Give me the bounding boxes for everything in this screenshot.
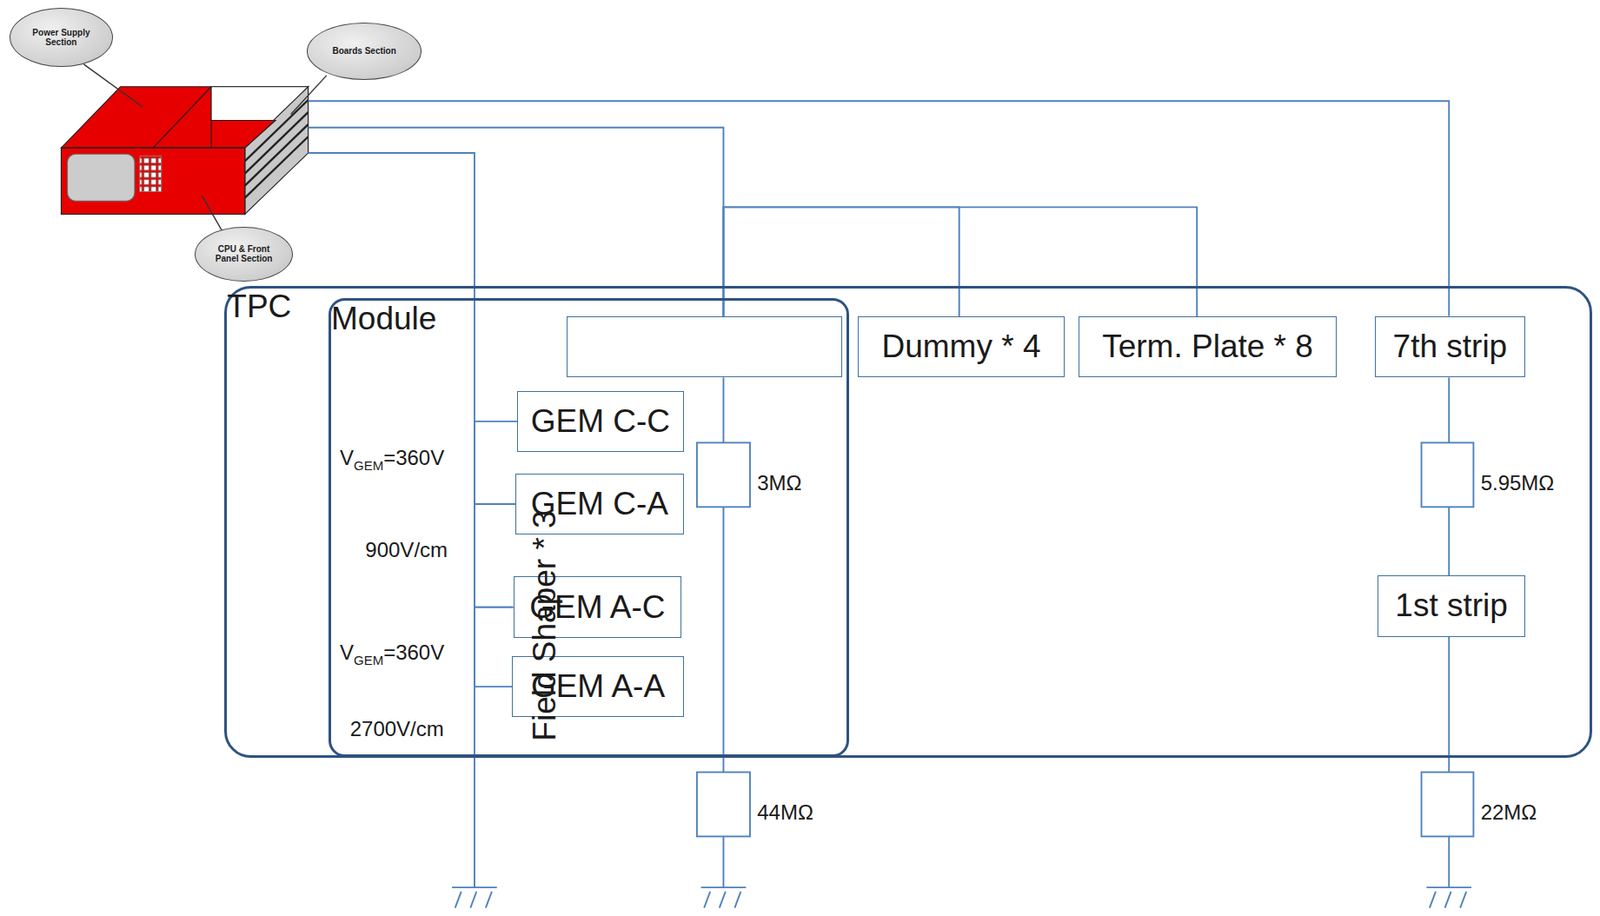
leader-line: [83, 64, 326, 232]
callout-ellipse: Boards Section: [306, 22, 422, 80]
resistor-symbol: [697, 442, 1474, 837]
frame-title: Module: [331, 300, 437, 338]
value-label: =360V: [383, 640, 445, 664]
box-label: Term. Plate * 8: [1102, 328, 1314, 366]
box-label: GEM C-C: [531, 403, 671, 440]
value-label-group: 900V/cm: [365, 537, 448, 563]
value-label: GEM: [353, 458, 384, 473]
hv-supply-illustration: [60, 86, 308, 215]
value-label-group: VGEM=360V: [339, 640, 445, 668]
frame-title: TPC: [226, 288, 292, 326]
value-label-group: 44MΩ: [756, 800, 814, 825]
box-label: Power Supply Section: [25, 27, 99, 48]
value-label: 3MΩ: [756, 471, 802, 495]
value-label-group: 3MΩ: [756, 471, 802, 496]
component-box: Dummy * 4: [857, 316, 1064, 378]
value-label-group: 22MΩ: [1480, 800, 1538, 825]
value-label: 900V/cm: [365, 537, 448, 562]
wire-connector: [474, 504, 516, 608]
hv-wire: [308, 100, 1450, 888]
component-box: Field Shaper * 3: [566, 316, 843, 378]
component-box: 7th strip: [1374, 316, 1527, 378]
value-label: 5.95MΩ: [1480, 471, 1555, 495]
value-label: GEM: [353, 652, 384, 668]
component-box: GEM C-C: [517, 391, 684, 452]
value-label: =360V: [383, 445, 445, 470]
wire-connector: [474, 607, 514, 688]
component-box: Term. Plate * 8: [1078, 316, 1337, 378]
value-label: 44MΩ: [756, 800, 814, 824]
box-label: GEM C-A: [531, 485, 669, 523]
box-label: GEM A-A: [531, 668, 665, 705]
callout-ellipse: Power Supply Section: [9, 7, 113, 67]
box-label: Dummy * 4: [881, 328, 1041, 366]
value-label-group: 2700V/cm: [350, 717, 445, 742]
enclosure-frame: Field Shaper * 3 GEM C-C GEM C-A GEM A-C GEM…: [224, 285, 1592, 759]
box-label: GEM A-C: [529, 589, 665, 626]
enclosure-frame: Field Shaper * 3 GEM C-C GEM C-A GEM A-C GEM…: [328, 298, 850, 757]
box-label: CPU & Front Panel Section: [208, 244, 279, 265]
box-label: 1st strip: [1394, 587, 1508, 625]
box-label: 7th strip: [1393, 328, 1508, 366]
ground-symbol: [451, 887, 1472, 908]
value-label: V: [339, 640, 354, 664]
value-label-group: 5.95MΩ: [1480, 471, 1555, 496]
wire-connector: [474, 421, 518, 505]
box-label: Field Shaper * 3: [526, 510, 564, 741]
component-box: 1st strip: [1377, 575, 1526, 637]
value-label: 2700V/cm: [350, 717, 445, 741]
box-label: Boards Section: [331, 46, 396, 57]
value-label: 22MΩ: [1480, 800, 1538, 824]
callout-ellipse: CPU & Front Panel Section: [194, 226, 294, 282]
value-label-group: VGEM=360V: [339, 445, 445, 473]
value-label: V: [339, 445, 354, 470]
